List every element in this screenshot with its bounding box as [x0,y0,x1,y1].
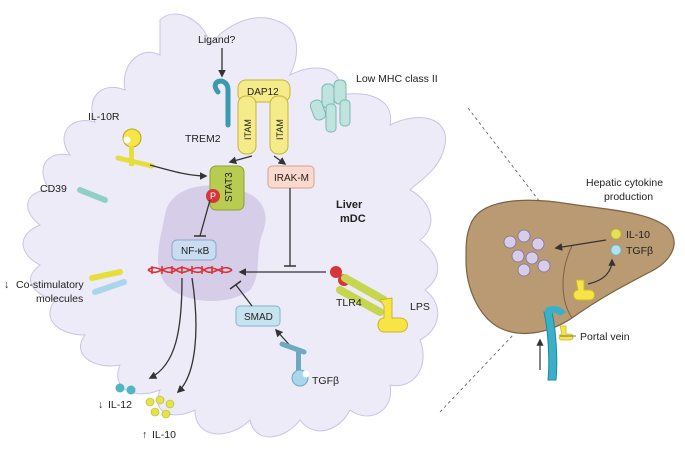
nfkb-to-il10-arrow [176,277,197,394]
liver-organ [465,199,675,335]
il12-molecules [115,383,136,395]
il12-down-arrow: ↓ [98,399,103,411]
liver-lobe-line [562,245,573,319]
tgfb-receptor [279,341,310,387]
portal-vein [543,311,558,381]
nfkb-box [171,239,217,261]
zoom-line-bottom [439,333,515,413]
il10-molecules [145,395,175,419]
il10-up-arrow: ↑ [142,429,147,441]
il12-label: IL-12 [108,399,132,411]
trem2-receptor [212,78,231,128]
il10r-to-stat3-arrow [149,164,208,180]
itam-label-left: ITAM [243,119,253,140]
smad-inhibit-bar [229,280,242,290]
cell-title-line2: mDC [340,213,366,225]
stat3-inhibit-nfkb [199,199,211,237]
liver-title-line2: production [604,191,653,203]
portal-vein-bend [544,306,566,316]
lps-label: LPS [410,301,430,313]
tlr4-receptor [330,266,388,316]
legend-il10-dot [610,228,622,240]
il10r-label: IL-10R [88,111,120,123]
lps-molecule [377,297,408,333]
itam-label-right: ITAM [275,119,285,140]
cell-title-line1: Liver [336,199,363,211]
smad-label: SMAD [244,312,273,323]
liver-title-line1: Hepatic cytokine [586,177,663,189]
dna-helix [147,266,233,274]
dap12-to-stat3-arrow [228,155,253,165]
low-mhc-label: Low MHC class II [356,73,438,85]
dap12-label: DAP12 [247,87,279,98]
il10-label: IL-10 [152,429,176,441]
costim-down-arrow: ↓ [4,279,9,291]
ligand-label: Ligand? [198,34,236,46]
nfkb-label: NF-κB [181,246,210,257]
il10r-receptor [115,128,155,169]
tlr4-label: TLR4 [336,297,362,309]
costim-label-line2: molecules [36,293,83,305]
liver-resident-cell [573,279,595,301]
legend-il10-label: IL-10 [626,229,650,241]
mhc-class-ii [309,79,351,133]
phospho-badge [206,189,220,203]
costim-label-line1: Co-stimulatory [16,279,84,291]
portal-vein-marker [558,325,574,341]
nfkb-to-il12-arrow [148,277,183,379]
cytokine-source-arrow [587,258,616,285]
irakm-box [267,165,315,189]
cd39-label: CD39 [40,183,67,195]
stat3-label: STAT3 [224,172,235,202]
smad-inhibit-line [235,284,253,307]
costim-molecules [89,269,127,295]
legend-tgfb-dot [610,244,622,256]
cd39-molecule [77,187,108,203]
trem2-label: TREM2 [185,133,221,145]
dap12-dimer [237,79,291,155]
dap12-to-irakm-arrow [273,155,287,165]
zoom-line-top [467,107,541,203]
tgfb-label: TGFβ [312,375,339,387]
legend-tgfb-label: TGFβ [626,245,653,257]
portal-vein-label: Portal vein [580,331,630,343]
phospho-label: P [210,191,216,201]
irakm-label: IRAK-M [274,173,309,184]
immune-cell-cluster [503,229,551,277]
cytokine-to-cells-arrow [554,239,607,251]
smad-box [235,305,281,327]
